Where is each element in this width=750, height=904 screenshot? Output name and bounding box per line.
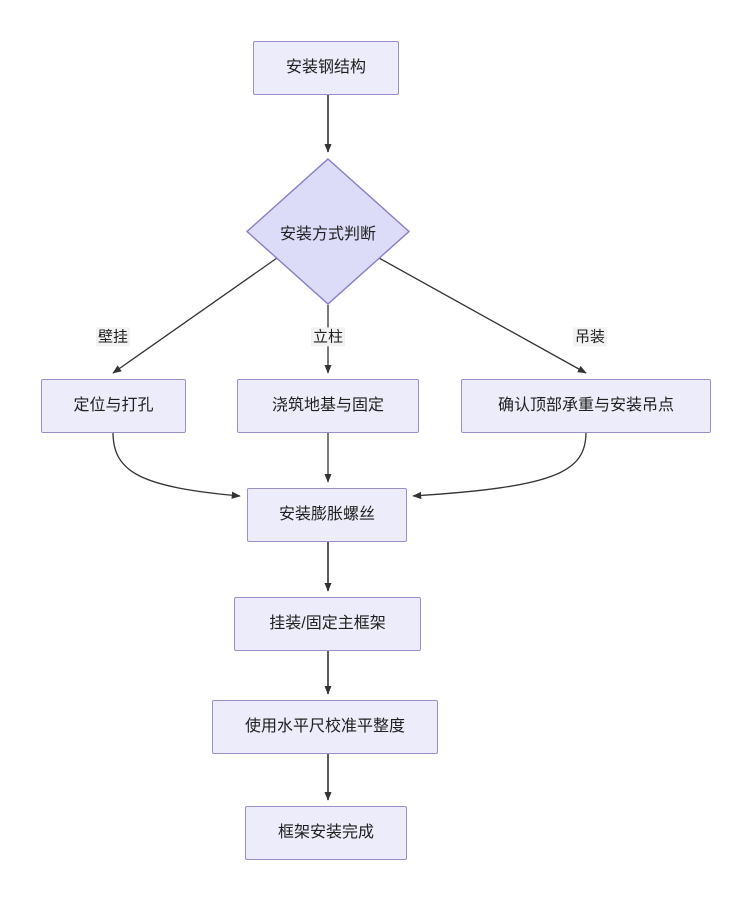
edge-n2-n5 (378, 257, 587, 374)
edge-label-hoist: 吊装 (572, 327, 608, 347)
node-label: 安装膨胀螺丝 (278, 506, 375, 524)
edge-n3-n6 (112, 431, 241, 499)
diamond-shape (245, 158, 411, 305)
node-label: 定位与打孔 (73, 397, 154, 415)
node-label: 挂装/固定主框架 (269, 615, 386, 633)
edge-n2-n3 (112, 257, 278, 374)
edge-label-column: 立柱 (310, 327, 346, 347)
node-label: 浇筑地基与固定 (271, 397, 384, 415)
node-level-with-spirit-level[interactable]: 使用水平尺校准平整度 (212, 700, 438, 754)
node-mount-or-fix-main-frame[interactable]: 挂装/固定主框架 (234, 597, 421, 651)
node-install-steel-structure[interactable]: 安装钢结构 (253, 41, 399, 95)
edge-label-wall-mount: 壁挂 (95, 327, 131, 347)
node-confirm-top-load-and-install-lifting-points[interactable]: 确认顶部承重与安装吊点 (461, 379, 711, 433)
node-label: 确认顶部承重与安装吊点 (497, 397, 674, 415)
node-label: 安装方式判断 (279, 225, 376, 243)
node-pour-foundation-and-fix[interactable]: 浇筑地基与固定 (237, 379, 419, 433)
node-installation-method-decision[interactable]: 安装方式判断 (245, 158, 411, 305)
node-position-and-drill[interactable]: 定位与打孔 (41, 379, 186, 433)
node-install-expansion-screws[interactable]: 安装膨胀螺丝 (247, 488, 407, 542)
node-label: 使用水平尺校准平整度 (244, 718, 405, 736)
edge-n5-n6 (412, 431, 587, 500)
node-frame-installation-complete[interactable]: 框架安装完成 (245, 806, 407, 860)
node-label: 安装钢结构 (285, 59, 366, 77)
node-label: 框架安装完成 (277, 824, 374, 842)
